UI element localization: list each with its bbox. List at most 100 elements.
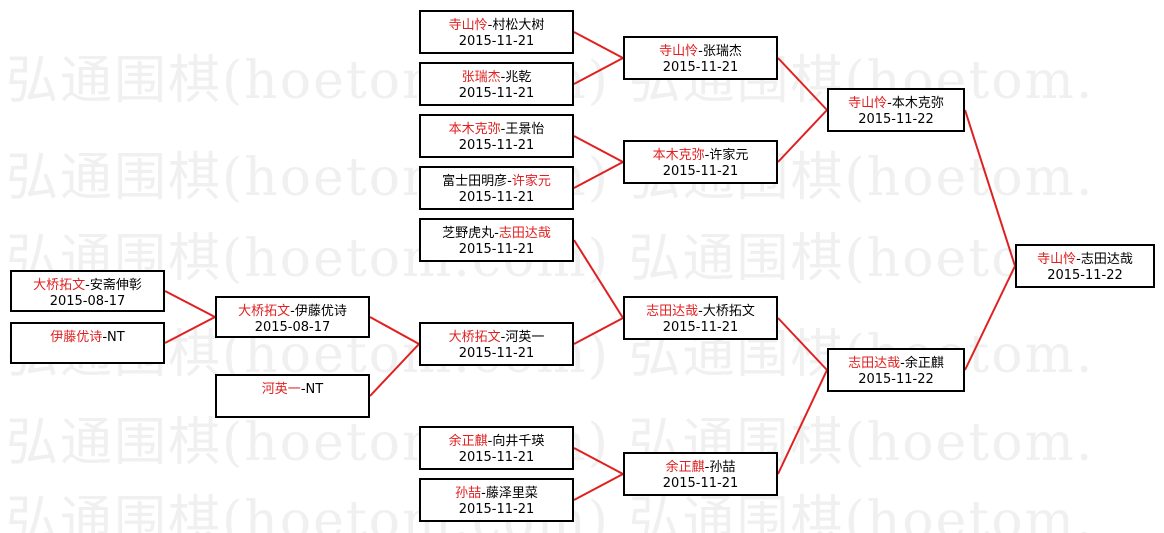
match-date: 2015-11-21 <box>458 346 535 361</box>
bracket-link-m17-m19 <box>964 109 1016 267</box>
winner-name: 大桥拓文 <box>33 278 86 293</box>
loser-name: 向井千瑛 <box>492 434 545 449</box>
match-players: 寺山怜-村松大树 <box>421 18 572 34</box>
separator: - <box>487 18 493 33</box>
loser-name: 大桥拓文 <box>702 304 755 319</box>
match-players: 大桥拓文-安斋伸彰 <box>12 278 163 294</box>
match-players: 余正麒-向井千瑛 <box>421 434 572 450</box>
match-date: 2015-11-21 <box>458 190 535 205</box>
loser-name: 志田达哉 <box>1080 252 1133 267</box>
winner-name: 寺山怜 <box>848 96 888 111</box>
separator: - <box>698 44 703 59</box>
bracket-link-m13-m17 <box>777 57 828 111</box>
winner-name: 孙喆 <box>455 486 482 501</box>
match-date: 2015-11-22 <box>858 112 934 127</box>
bracket-link-m11-m16 <box>573 447 624 475</box>
loser-name: 张瑞杰 <box>702 44 742 59</box>
match-date: 2015-11-21 <box>458 502 535 517</box>
loser-name: NT <box>107 330 125 345</box>
winner-name: 河英一 <box>261 382 301 397</box>
winner-name: 志田达哉 <box>646 304 699 319</box>
match-box-m2: 伊藤优诗-NT <box>10 322 165 364</box>
match-date: 2015-11-21 <box>662 164 739 179</box>
winner-name: 寺山怜 <box>448 18 488 33</box>
bracket-link-m8-m14 <box>573 161 624 189</box>
separator: - <box>507 174 512 189</box>
separator: - <box>500 330 506 345</box>
loser-name: 兆乾 <box>505 70 532 85</box>
bracket-link-m6-m13 <box>573 57 624 85</box>
winner-name: 大桥拓文 <box>238 304 291 319</box>
separator: - <box>500 122 506 137</box>
bracket-link-m9-m15 <box>573 239 624 319</box>
separator: - <box>487 434 493 449</box>
match-date: 2015-11-22 <box>858 372 934 387</box>
match-date: 2015-11-21 <box>458 34 535 49</box>
separator: - <box>290 304 295 319</box>
separator: - <box>887 96 892 111</box>
match-players: 芝野虎丸-志田达哉 <box>421 226 572 242</box>
match-players: 志田达哉-余正麒 <box>829 356 963 372</box>
separator: - <box>85 278 90 293</box>
bracket-link-m3-m10 <box>369 316 420 345</box>
winner-name: 余正麒 <box>665 460 705 475</box>
match-date: 2015-08-17 <box>49 294 126 309</box>
winner-name: 大桥拓文 <box>448 330 501 345</box>
match-players: 余正麒-孙喆 <box>625 460 776 476</box>
loser-name: 孙喆 <box>709 460 736 475</box>
winner-name: 伊藤优诗 <box>50 330 103 345</box>
loser-name: 许家元 <box>709 148 749 163</box>
loser-name: 河英一 <box>505 330 545 345</box>
separator: - <box>698 304 703 319</box>
match-players: 孙喆-藤泽里菜 <box>421 486 572 502</box>
match-date: 2015-11-21 <box>458 450 535 465</box>
loser-name: 王景怡 <box>505 122 545 137</box>
loser-name: 藤泽里菜 <box>485 486 538 501</box>
loser-name: NT <box>305 382 324 397</box>
match-players: 伊藤优诗-NT <box>12 330 163 346</box>
match-players: 大桥拓文-伊藤优诗 <box>217 304 368 320</box>
separator: - <box>500 70 506 85</box>
match-date: 2015-11-21 <box>458 138 535 153</box>
bracket-link-m4-m10 <box>369 343 420 397</box>
bracket-link-m15-m18 <box>777 317 828 371</box>
loser-name: 村松大树 <box>492 18 545 33</box>
winner-name: 志田达哉 <box>498 226 551 241</box>
separator: - <box>102 330 108 345</box>
match-players: 大桥拓文-河英一 <box>421 330 572 346</box>
winner-name: 本木克弥 <box>448 122 501 137</box>
match-box-m4: 河英一-NT <box>215 374 370 418</box>
loser-name: 芝野虎丸 <box>442 226 495 241</box>
loser-name: 余正麒 <box>904 356 944 371</box>
match-players: 寺山怜-志田达哉 <box>1017 252 1153 268</box>
loser-name: 伊藤优诗 <box>294 304 347 319</box>
bracket-link-m18-m19 <box>964 265 1016 371</box>
bracket-link-m1-m3 <box>164 290 216 318</box>
separator: - <box>704 460 710 475</box>
match-date: 2015-11-21 <box>662 476 739 491</box>
match-players: 富士田明彦-许家元 <box>421 174 572 190</box>
winner-name: 本木克弥 <box>652 148 705 163</box>
winner-name: 寺山怜 <box>659 44 699 59</box>
separator: - <box>481 486 486 501</box>
separator: - <box>704 148 710 163</box>
winner-name: 志田达哉 <box>848 356 901 371</box>
winner-name: 许家元 <box>511 174 551 189</box>
match-players: 寺山怜-张瑞杰 <box>625 44 776 60</box>
separator: - <box>300 382 306 397</box>
